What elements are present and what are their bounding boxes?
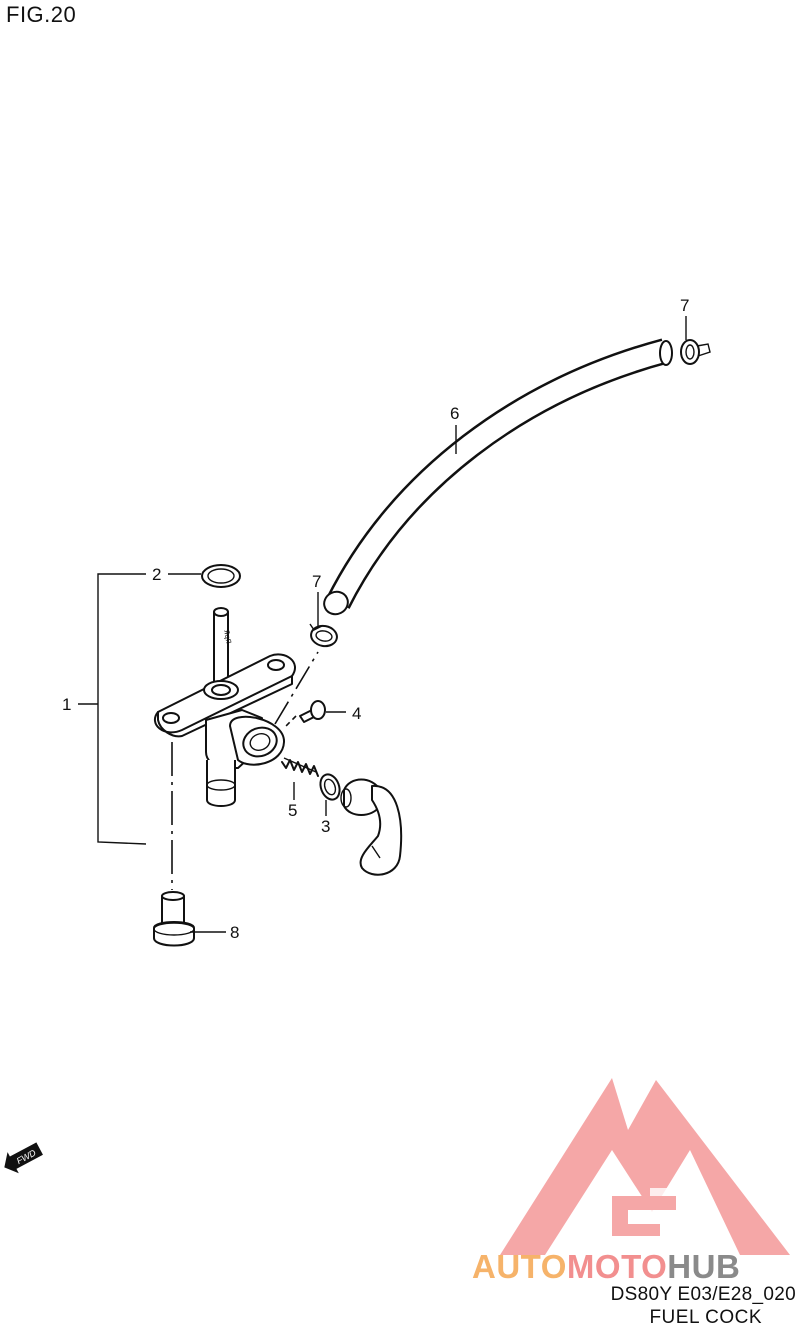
svg-text:ЯqЯ: ЯqЯ xyxy=(222,629,232,644)
spring-5 xyxy=(281,757,319,777)
brand-part-moto: MOTO xyxy=(566,1248,668,1285)
callout-5: 5 xyxy=(288,801,297,820)
watermark-logo xyxy=(500,1078,790,1255)
o-ring-3 xyxy=(319,773,341,801)
diagram-caption: FUEL COCK xyxy=(649,1307,762,1328)
fuel-cock-body-1: ЯqЯ xyxy=(154,607,296,807)
figure-label: FIG.20 xyxy=(6,2,77,27)
alignment-lines xyxy=(171,651,319,890)
callout-2: 2 xyxy=(152,565,161,584)
leader-lines xyxy=(78,316,687,933)
screw-4 xyxy=(299,700,326,723)
callout-7-lower: 7 xyxy=(312,572,321,591)
hose-clamp-7-lower xyxy=(309,623,338,648)
fuel-cock-lever xyxy=(340,778,403,876)
callout-3: 3 xyxy=(321,817,330,836)
brand-part-auto: AUTO xyxy=(472,1248,567,1285)
callout-6: 6 xyxy=(450,404,459,423)
watermark-brand-text: AUTOMOTOHUB xyxy=(472,1248,740,1286)
bolt-8 xyxy=(153,891,195,947)
o-ring-2 xyxy=(201,564,241,588)
fuel-hose-6 xyxy=(323,338,673,616)
callout-4: 4 xyxy=(352,704,361,723)
callout-1: 1 xyxy=(62,695,71,714)
forward-arrow-icon: FWD xyxy=(4,1142,43,1174)
callout-7-upper: 7 xyxy=(680,296,689,315)
callout-8: 8 xyxy=(230,923,239,942)
diagram-code: DS80Y E03/E28_020 xyxy=(610,1284,796,1305)
brand-part-hub: HUB xyxy=(667,1248,741,1285)
hose-clamp-7-upper xyxy=(680,339,711,365)
